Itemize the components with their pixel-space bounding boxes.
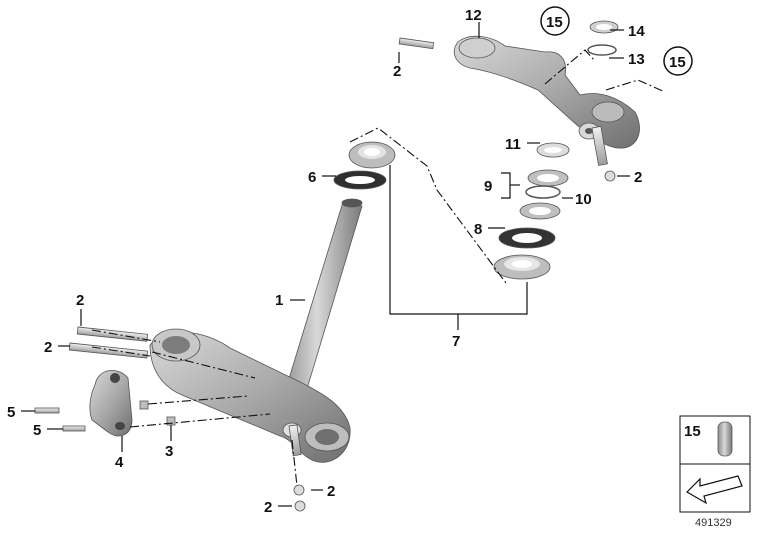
callout-10: 10 bbox=[575, 191, 592, 208]
callout-1: 1 bbox=[275, 292, 283, 309]
upper-fork-bridge bbox=[398, 35, 640, 182]
callout-13: 13 bbox=[628, 51, 645, 68]
callout-14: 14 bbox=[628, 23, 645, 40]
leader-lines bbox=[21, 22, 630, 507]
bracket bbox=[89, 370, 133, 437]
legend-label: 15 bbox=[684, 423, 701, 440]
callout-5-lower: 5 bbox=[33, 422, 41, 439]
callout-2-lower-left: 2 bbox=[44, 339, 52, 356]
callout-2-top-left: 2 bbox=[393, 63, 401, 80]
callouts: 1 2 2 5 5 4 3 2 2 6 7 8 9 10 11 2 2 12 1… bbox=[7, 6, 693, 516]
callout-2-top-right: 2 bbox=[634, 169, 642, 186]
upper-bearing bbox=[333, 141, 396, 190]
lower-fork-bridge bbox=[149, 328, 351, 463]
reference-number: 491329 bbox=[695, 517, 732, 529]
callout-6: 6 bbox=[308, 169, 316, 186]
bearing-stack bbox=[493, 20, 619, 280]
callout-15-top: 15 bbox=[546, 14, 563, 31]
callout-2-bottom-right: 2 bbox=[327, 483, 335, 500]
callout-15-right: 15 bbox=[669, 54, 686, 71]
steering-stem bbox=[279, 198, 363, 413]
callout-3: 3 bbox=[165, 443, 173, 460]
callout-8: 8 bbox=[474, 221, 482, 238]
callout-4: 4 bbox=[115, 454, 124, 471]
sealant-tube-icon bbox=[717, 421, 733, 457]
callout-7: 7 bbox=[452, 333, 460, 350]
assembly-lines bbox=[91, 49, 666, 487]
callout-2-upper-left: 2 bbox=[76, 292, 84, 309]
callout-2-bottom-left: 2 bbox=[264, 499, 272, 516]
arrow-icon bbox=[686, 475, 743, 505]
legend-box: 15 bbox=[679, 415, 751, 513]
callout-12: 12 bbox=[465, 7, 482, 24]
callout-11: 11 bbox=[505, 136, 521, 153]
callout-9: 9 bbox=[484, 178, 492, 195]
callout-5-upper: 5 bbox=[7, 404, 15, 421]
